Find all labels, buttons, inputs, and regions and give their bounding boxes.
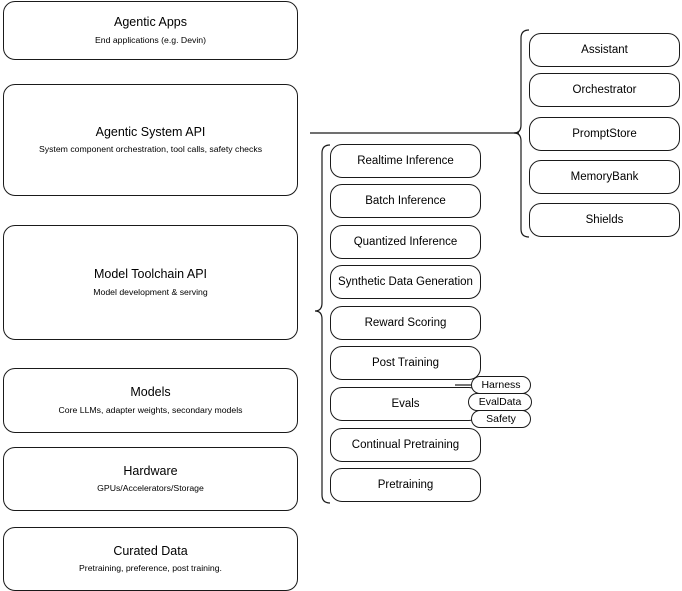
capability-evals[interactable]: Evals [330,387,481,421]
layer-model-toolchain-api[interactable]: Model Toolchain API Model development & … [3,225,298,340]
capability-label: Continual Pretraining [351,438,460,451]
capability-label: Post Training [371,356,440,369]
evals-subcomponent-evaldata[interactable]: EvalData [468,393,532,411]
evals-subcomponent-harness[interactable]: Harness [471,376,531,394]
system-component-memorybank[interactable]: MemoryBank [529,160,680,194]
capability-label: Synthetic Data Generation [338,275,473,288]
capability-reward-scoring[interactable]: Reward Scoring [330,306,481,340]
layer-subtitle: End applications (e.g. Devin) [94,34,207,45]
layer-subtitle: GPUs/Accelerators/Storage [97,483,204,494]
layer-subtitle: System component orchestration, tool cal… [38,144,263,155]
capability-label: Evals [391,397,420,410]
system-component-label: PromptStore [572,127,637,140]
capability-label: Quantized Inference [353,235,458,248]
capability-pretraining[interactable]: Pretraining [330,468,481,502]
capability-label: Reward Scoring [364,316,447,329]
layer-subtitle: Pretraining, preference, post training. [79,563,222,574]
layer-hardware[interactable]: Hardware GPUs/Accelerators/Storage [3,447,298,511]
layer-agentic-apps[interactable]: Agentic Apps End applications (e.g. Devi… [3,1,298,60]
evals-subcomponent-label: Harness [481,379,521,391]
evals-subcomponent-safety[interactable]: Safety [471,410,531,428]
system-component-label: Orchestrator [572,83,637,96]
layer-title: Hardware [123,463,178,478]
capability-post-training[interactable]: Post Training [330,346,481,380]
capability-continual-pretraining[interactable]: Continual Pretraining [330,428,481,462]
capability-label: Batch Inference [365,194,446,207]
layer-title: Model Toolchain API [93,267,208,282]
capability-quantized-inference[interactable]: Quantized Inference [330,225,481,259]
system-component-label: Assistant [581,43,628,56]
capability-label: Realtime Inference [357,154,454,167]
layer-title: Models [130,385,171,400]
capability-synthetic-data-generation[interactable]: Synthetic Data Generation [330,265,481,299]
brace-system-components [513,29,530,238]
system-component-orchestrator[interactable]: Orchestrator [529,73,680,107]
system-component-promptstore[interactable]: PromptStore [529,117,680,151]
evals-subcomponent-label: EvalData [478,396,522,408]
layer-models[interactable]: Models Core LLMs, adapter weights, secon… [3,368,298,433]
layer-title: Curated Data [113,543,188,558]
capability-label: Pretraining [377,478,434,491]
layer-title: Agentic Apps [114,15,187,30]
layer-subtitle: Core LLMs, adapter weights, secondary mo… [58,404,243,415]
system-component-assistant[interactable]: Assistant [529,33,680,67]
system-component-label: Shields [585,213,624,226]
layer-title: Agentic System API [95,124,206,139]
brace-toolchain-capabilities [314,144,331,504]
layer-curated-data[interactable]: Curated Data Pretraining, preference, po… [3,527,298,591]
layer-subtitle: Model development & serving [93,286,208,297]
capability-realtime-inference[interactable]: Realtime Inference [330,144,481,178]
capability-batch-inference[interactable]: Batch Inference [330,184,481,218]
system-component-label: MemoryBank [570,170,639,183]
system-component-shields[interactable]: Shields [529,203,680,237]
layer-agentic-system-api[interactable]: Agentic System API System component orch… [3,84,298,196]
evals-subcomponent-label: Safety [486,413,516,425]
